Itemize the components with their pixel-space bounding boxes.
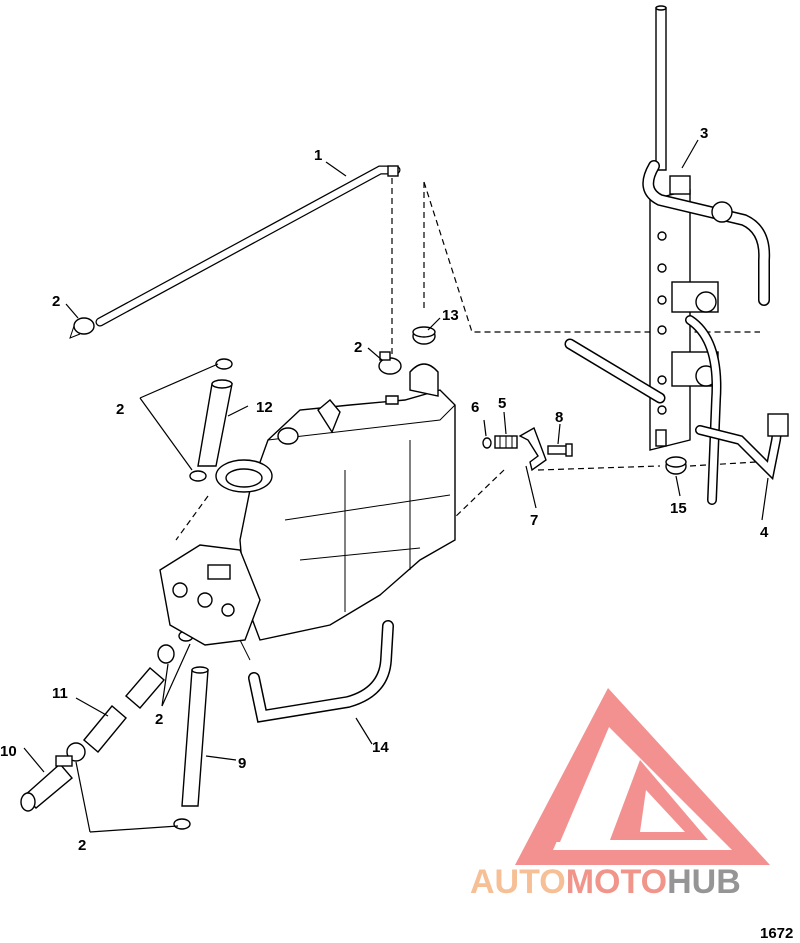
figure-number: 1672 bbox=[760, 925, 793, 942]
callout-13: 13 bbox=[442, 307, 459, 324]
callout-10: 10 bbox=[0, 743, 17, 760]
vapor-separator-tank bbox=[215, 363, 456, 641]
part-1-hose bbox=[95, 165, 401, 327]
callout-15: 15 bbox=[670, 500, 687, 517]
callout-2e: 2 bbox=[78, 837, 86, 854]
watermark-logo bbox=[515, 688, 770, 865]
part-12-hose bbox=[197, 379, 233, 467]
callout-6: 6 bbox=[471, 399, 479, 416]
callout-2b: 2 bbox=[354, 339, 362, 356]
leader-lines bbox=[23, 139, 769, 833]
clamp-2d bbox=[157, 630, 194, 664]
part-6-seal bbox=[482, 437, 492, 449]
callout-3: 3 bbox=[700, 125, 708, 142]
callout-labels: 1 2 2 2 2 2 3 4 5 6 7 8 9 10 11 12 13 14… bbox=[0, 125, 769, 854]
callout-11: 11 bbox=[52, 685, 68, 702]
clamp-2a bbox=[69, 317, 95, 339]
watermark-text: AUTOMOTOHUB bbox=[470, 863, 741, 901]
part-5-fitting bbox=[494, 435, 518, 449]
part-11-hose bbox=[83, 667, 165, 753]
callout-5: 5 bbox=[498, 395, 506, 412]
part-15-grommet bbox=[665, 456, 687, 475]
part-9-hose bbox=[181, 666, 209, 807]
callout-4: 4 bbox=[760, 524, 769, 541]
part-3-fuel-rail bbox=[642, 5, 771, 451]
part-13-clamp bbox=[412, 326, 436, 345]
clamp-2c bbox=[189, 358, 233, 482]
assembly-lines bbox=[175, 178, 760, 541]
watermark-hub: HUB bbox=[667, 863, 741, 901]
part-14-hose bbox=[248, 620, 394, 723]
callout-12: 12 bbox=[256, 399, 273, 416]
callout-2d: 2 bbox=[155, 711, 163, 728]
callout-2a: 2 bbox=[52, 293, 60, 310]
part-8-screw bbox=[547, 443, 573, 457]
part-7-bracket bbox=[518, 426, 547, 472]
callout-1: 1 bbox=[314, 147, 322, 164]
fuel-rail-assembly bbox=[159, 544, 261, 661]
clamp-2b bbox=[378, 351, 402, 375]
part-10-fitting bbox=[20, 755, 73, 812]
callout-8: 8 bbox=[555, 409, 563, 426]
clamp-2e bbox=[66, 742, 191, 830]
part-4-hose bbox=[564, 315, 789, 505]
watermark-auto: AUTO bbox=[470, 863, 566, 901]
callout-14: 14 bbox=[372, 739, 389, 756]
callout-2c: 2 bbox=[116, 401, 124, 418]
watermark-moto: MOTO bbox=[566, 863, 667, 901]
callout-9: 9 bbox=[238, 755, 246, 772]
svg-text:AUTOMOTOHUB: AUTOMOTOHUB bbox=[470, 863, 741, 901]
callout-7: 7 bbox=[530, 512, 538, 529]
